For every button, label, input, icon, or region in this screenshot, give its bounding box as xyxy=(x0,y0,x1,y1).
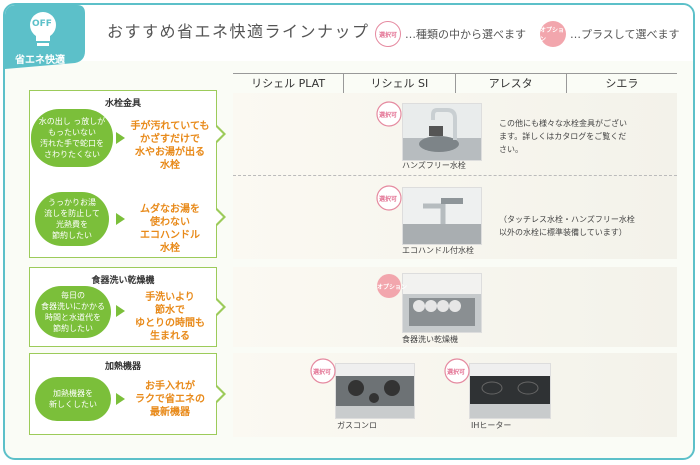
benefit-line: 使わない xyxy=(150,217,190,228)
concern-bubble: 水の出し っ放しが もったいない 汚れた手で蛇口を さわりたくない xyxy=(31,109,113,167)
section-title: 食器洗い乾燥機 xyxy=(91,276,155,286)
section-pointer xyxy=(216,208,226,226)
select-badge-icon xyxy=(376,185,402,211)
legend-option: オプション …プラスして選べます xyxy=(540,21,679,47)
benefit-line: エコハンドル xyxy=(140,230,200,241)
section-title: 加熱機器 xyxy=(104,362,141,372)
arrow-icon xyxy=(116,213,125,225)
ih-heater-photo xyxy=(469,363,551,419)
ih-heater-image xyxy=(470,364,550,418)
benefit-line: ムダなお湯を xyxy=(140,204,200,215)
section-pointer xyxy=(216,125,226,143)
faucet-row-divider xyxy=(233,175,677,176)
arrow-icon xyxy=(116,132,125,144)
logo-label: 省エネ快適 xyxy=(15,55,65,66)
section-pointer xyxy=(216,385,226,403)
select-badge-label: 選択可 xyxy=(379,196,398,203)
select-badge-icon xyxy=(310,358,336,384)
concern-bubble: うっかりお湯 流しを防止して 光熱費を 節約したい xyxy=(35,192,109,246)
concern-line: もったいない xyxy=(48,128,96,137)
select-badge-icon xyxy=(444,358,470,384)
column-header-siera: シエラ xyxy=(565,74,677,94)
benefit-line: 生まれる xyxy=(150,331,190,342)
product-caption: ハンズフリー水栓 xyxy=(402,161,466,170)
legend-select-text: …種類の中から選べます xyxy=(405,28,526,41)
faucet-note: この他にも様々な水栓金具がござい ます。詳しくはカタログをご覧くだ さい。 xyxy=(499,117,627,156)
logo-off-text: OFF xyxy=(32,19,52,29)
product-caption: 食器洗い乾燥機 xyxy=(402,335,458,344)
note-line: この他にも様々な水栓金具がござい xyxy=(499,119,627,128)
benefit-line: 手が汚れていても xyxy=(130,121,210,132)
arrow-icon xyxy=(116,393,125,405)
product-caption: ガスコンロ xyxy=(337,421,377,430)
benefit-line: お手入れが xyxy=(145,381,195,392)
note-line: さい。 xyxy=(499,145,523,154)
concern-line: 流しを防止して xyxy=(44,209,100,218)
column-header-si: リシェル SI xyxy=(343,74,454,94)
section-pointer xyxy=(216,298,226,316)
concern-line: 新しくしたい xyxy=(49,400,97,409)
product-caption: エコハンドル付水栓 xyxy=(402,246,474,255)
product-caption: IHヒーター xyxy=(471,421,512,430)
concern-line: 水の出し っ放しが xyxy=(38,117,106,126)
section-title: 水栓金具 xyxy=(104,99,141,109)
note-line: 以外の水栓に標準装備しています） xyxy=(499,228,627,237)
concern-bubble: 加熱機器を 新しくしたい xyxy=(35,377,111,421)
note-line: （タッチレス水栓・ハンズフリー水栓 xyxy=(499,215,635,224)
page-frame: OFF 省エネ快適 おすすめ省エネ快適ラインナップ 選択可 …種類の中から選べま… xyxy=(3,3,695,460)
select-badge-label: 選択可 xyxy=(447,369,466,376)
gas-stove-photo xyxy=(335,363,415,419)
option-badge-icon xyxy=(377,274,401,298)
benefit-text: ムダなお湯を 使わない エコハンドル 水栓 xyxy=(125,203,215,255)
concern-line: 節約したい xyxy=(52,231,92,240)
benefit-line: 水やお湯が出る xyxy=(135,147,205,158)
concern-line: うっかりお湯 xyxy=(48,198,96,207)
concern-line: 毎日の xyxy=(61,291,85,300)
faucet-image xyxy=(403,104,481,160)
page-title: おすすめ省エネ快適ラインナップ xyxy=(107,22,370,41)
gas-stove-image xyxy=(336,364,414,418)
concern-line: 光熱費を xyxy=(56,220,88,229)
concern-line: 加熱機器を xyxy=(53,389,93,398)
option-badge-label: オプション xyxy=(377,284,408,291)
column-header-aresta: アレスタ xyxy=(454,74,566,94)
column-headers: リシェル PLAT リシェル SI アレスタ シエラ xyxy=(233,73,677,95)
faucet-image xyxy=(403,188,481,244)
select-badge-label: 選択可 xyxy=(379,112,398,119)
note-line: ます。詳しくはカタログをご覧くだ xyxy=(499,132,627,141)
off-logo xyxy=(5,5,85,69)
option-badge: オプション xyxy=(540,21,566,47)
benefit-line: 手洗いより xyxy=(145,292,195,303)
concern-line: 節約したい xyxy=(53,324,93,333)
benefit-line: かざすだけで xyxy=(140,134,200,145)
legend-select: 選択可 …種類の中から選べます xyxy=(375,21,526,47)
dishwasher-photo xyxy=(402,273,482,333)
arrow-icon xyxy=(116,305,125,317)
benefit-line: 節水で xyxy=(155,305,185,316)
handsfree-faucet-photo xyxy=(402,103,482,161)
benefit-text: 手洗いより 節水で ゆとりの時間も 生まれる xyxy=(125,291,215,343)
legend-option-text: …プラスして選べます xyxy=(570,28,680,41)
header: OFF 省エネ快適 おすすめ省エネ快適ラインナップ 選択可 …種類の中から選べま… xyxy=(5,5,693,69)
concern-line: 食器洗いにかかる xyxy=(41,302,105,311)
concern-line: 汚れた手で蛇口を xyxy=(40,139,104,148)
eco-handle-faucet-photo xyxy=(402,187,482,245)
benefit-line: 最新機器 xyxy=(150,407,190,418)
benefit-text: 手が汚れていても かざすだけで 水やお湯が出る 水栓 xyxy=(125,120,215,172)
benefit-line: ラクで省エネの xyxy=(135,394,205,405)
benefit-line: 水栓 xyxy=(160,160,180,171)
column-header-plat: リシェル PLAT xyxy=(251,77,326,90)
dishwasher-image xyxy=(403,274,481,332)
select-badge: 選択可 xyxy=(375,21,401,47)
select-badge-label: 選択可 xyxy=(313,369,332,376)
concern-line: さわりたくない xyxy=(44,150,100,159)
benefit-line: 水栓 xyxy=(160,243,180,254)
benefit-line: ゆとりの時間も xyxy=(135,318,205,329)
benefit-text: お手入れが ラクで省エネの 最新機器 xyxy=(125,380,215,419)
concern-bubble: 毎日の 食器洗いにかかる 時間と水道代を 節約したい xyxy=(35,286,111,338)
select-badge-icon xyxy=(376,101,402,127)
faucet-standard-note: （タッチレス水栓・ハンズフリー水栓 以外の水栓に標準装備しています） xyxy=(499,213,635,239)
concern-line: 時間と水道代を xyxy=(45,313,101,322)
